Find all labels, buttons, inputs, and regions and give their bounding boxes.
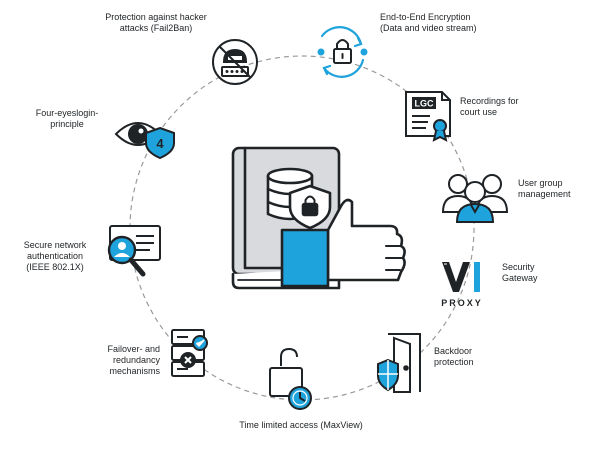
gateway-logo-letters: VI xyxy=(440,262,484,273)
backdoor-shield-icon xyxy=(377,333,421,393)
user-group-icon xyxy=(441,174,509,223)
security-gateway-icon: PROXY xyxy=(441,262,483,308)
center-book-database-icon xyxy=(231,146,406,290)
hacker-prohibited-icon xyxy=(212,39,258,85)
id-card-magnifier-icon xyxy=(107,225,161,277)
label-fail2ban: Protection against hacker attacks (Fail2… xyxy=(105,12,207,33)
label-time-limited-access: Time limited access (MaxView) xyxy=(239,420,363,430)
center-shield-lock-icon xyxy=(288,184,332,230)
failover-servers-icon xyxy=(171,329,208,377)
encryption-lock-cycle-icon xyxy=(317,26,368,78)
label-failover: Failover- and redundancy mechanisms xyxy=(107,344,160,376)
label-court-recordings: Recordings for court use xyxy=(460,96,519,117)
label-user-group-management: User group management xyxy=(518,178,571,199)
eye-shield-badge-number: 4 xyxy=(156,136,164,151)
certificate-icon xyxy=(405,91,451,142)
label-backdoor-protection: Backdoor protection xyxy=(434,346,474,367)
label-encryption: End-to-End Encryption (Data and video st… xyxy=(380,12,477,33)
eye-shield-icon: 4 xyxy=(114,122,175,160)
thumbs-up-icon xyxy=(280,198,406,288)
label-security-gateway: Security Gateway xyxy=(502,262,538,283)
certificate-badge-text: LGC xyxy=(415,99,434,109)
gateway-logo-caption: PROXY xyxy=(441,298,483,308)
timer-lock-icon xyxy=(269,347,312,410)
label-network-authentication: Secure network authentication (IEEE 802.… xyxy=(23,240,87,272)
label-four-eyes-login: Four-eyeslogin- principle xyxy=(35,108,99,129)
